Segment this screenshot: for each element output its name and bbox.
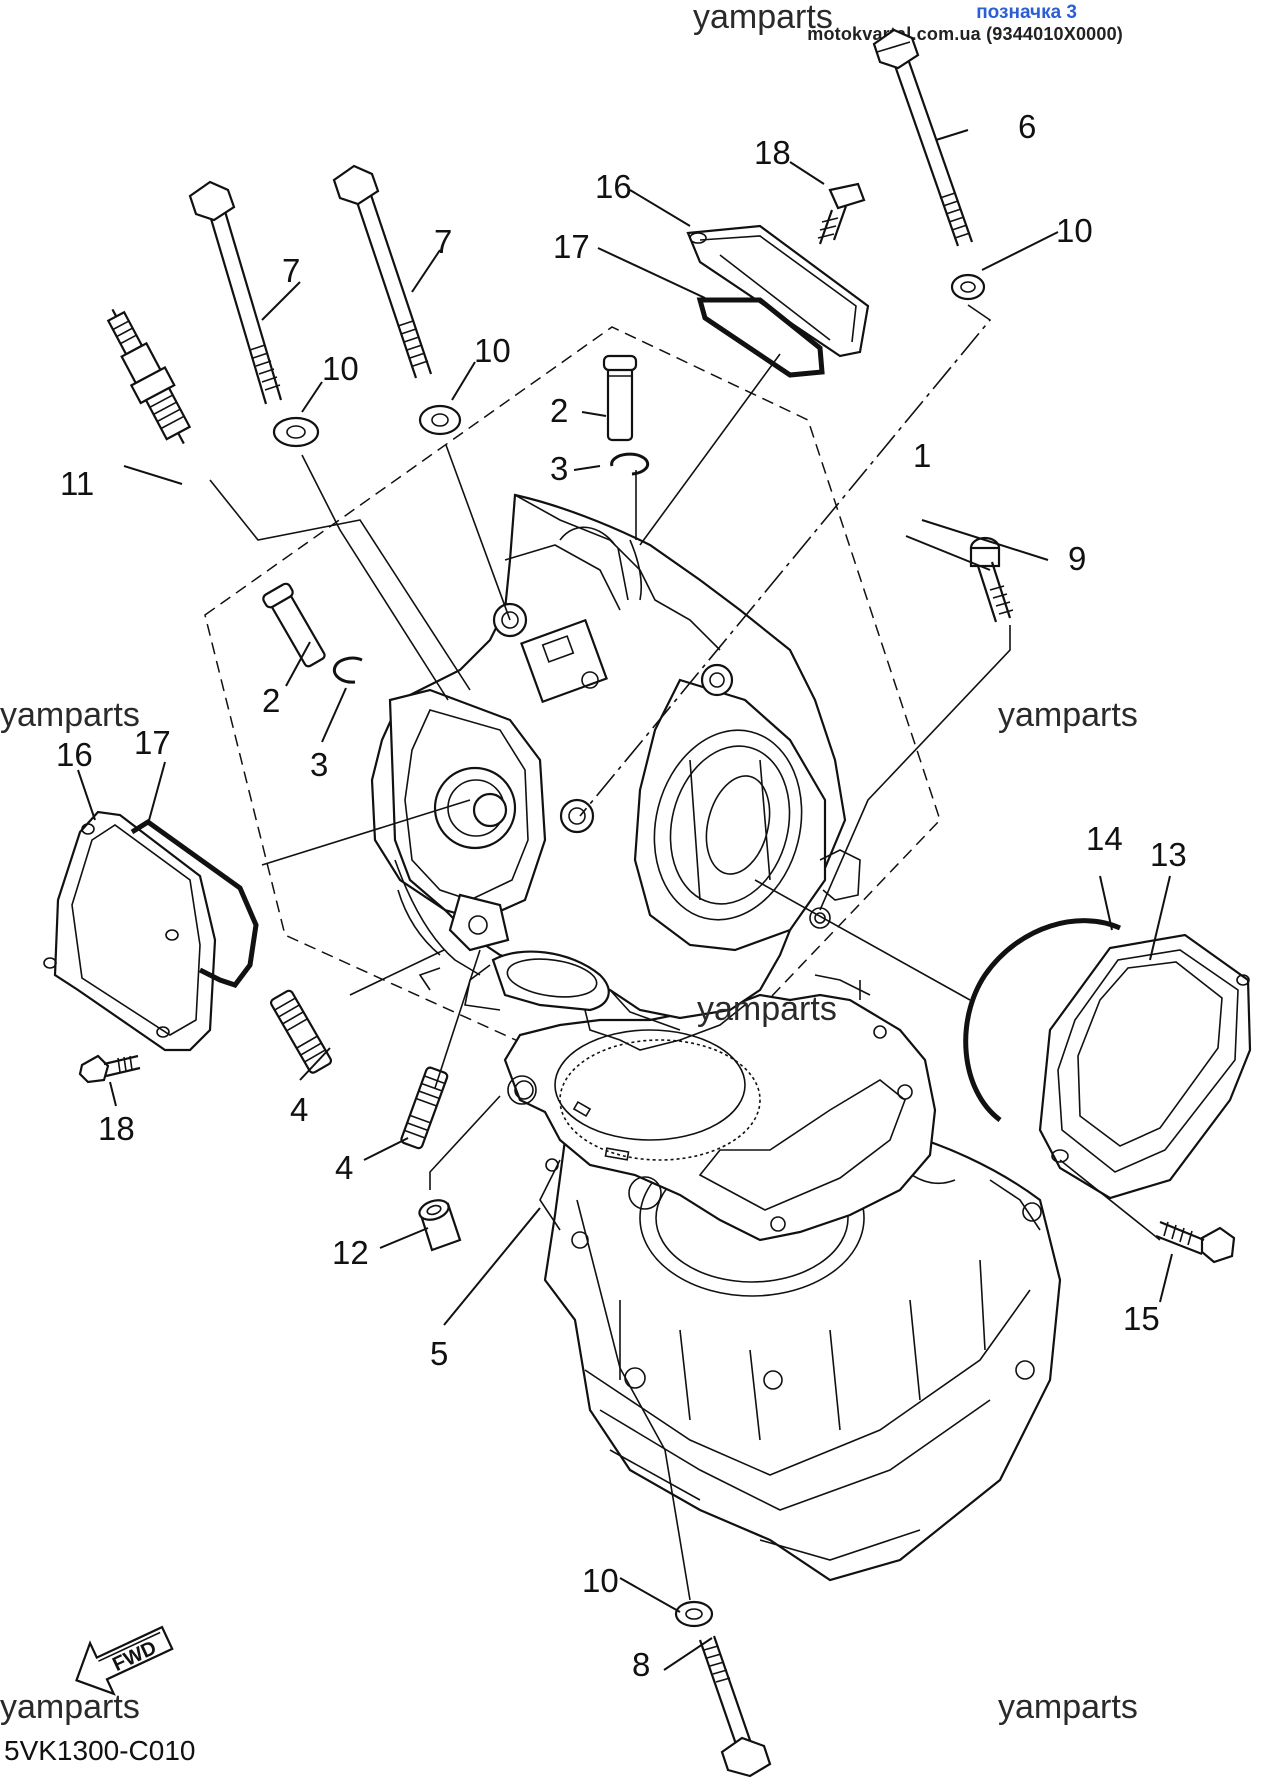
callout-6: 6 — [1018, 108, 1036, 145]
callout-5: 5 — [430, 1335, 448, 1372]
callout-4: 4 — [335, 1149, 353, 1186]
callout-7: 7 — [434, 223, 452, 260]
callout-16: 16 — [595, 168, 632, 205]
stud-bolt-2 — [400, 1066, 449, 1150]
watermark-text: yamparts — [693, 0, 833, 36]
callout-7: 7 — [282, 252, 300, 289]
long-bolt-2 — [332, 164, 433, 379]
callout-10: 10 — [582, 1562, 619, 1599]
callout-1: 1 — [913, 437, 931, 474]
callout-17: 17 — [553, 228, 590, 265]
center-lines — [209, 304, 1161, 1601]
bolt-9 — [969, 536, 1014, 623]
right-cover-bolt — [1155, 1220, 1236, 1264]
watermark-text: yamparts — [697, 990, 837, 1028]
dowel-pin — [418, 1199, 462, 1252]
cylinder-head-outline — [204, 326, 941, 1109]
callout-3: 3 — [310, 746, 328, 783]
top-cover-bolt — [817, 182, 866, 245]
callout-2: 2 — [262, 682, 280, 719]
callout-10: 10 — [1056, 212, 1093, 249]
left-gasket — [130, 818, 259, 988]
washer-right — [950, 273, 986, 301]
watermark-text: yamparts — [0, 696, 140, 734]
long-bolt-right — [872, 28, 974, 247]
washer-middle — [418, 404, 462, 436]
callout-3: 3 — [550, 450, 568, 487]
watermark-text: yamparts — [998, 696, 1138, 734]
watermark-text: yamparts — [998, 1688, 1138, 1726]
callout-18: 18 — [98, 1110, 135, 1147]
circlip-left — [332, 656, 363, 684]
circlip-upper — [610, 452, 650, 476]
washer-left — [272, 416, 320, 448]
right-cover — [1038, 933, 1252, 1200]
callout-15: 15 — [1123, 1300, 1160, 1337]
valve-guide-left — [262, 582, 326, 668]
washer-lower — [674, 1600, 714, 1628]
stud-bolt-1 — [269, 989, 333, 1074]
diagram-code: 5VK1300-C010 — [4, 1735, 195, 1766]
callout-16: 16 — [56, 736, 93, 773]
callout-10: 10 — [322, 350, 359, 387]
callout-8: 8 — [632, 1646, 650, 1683]
top-cover — [686, 224, 870, 358]
top-gasket — [696, 297, 825, 378]
diagram-reference-badge: позначка 3 — [976, 2, 1077, 23]
right-o-ring — [963, 918, 1122, 1122]
spark-plug — [106, 308, 192, 445]
leader-lines — [77, 129, 1173, 1671]
callout-9: 9 — [1068, 540, 1086, 577]
cylinder-head — [370, 493, 871, 1051]
callout-18: 18 — [754, 134, 791, 171]
callout-17: 17 — [134, 724, 171, 761]
watermarks: yamparts yamparts yamparts yamparts yamp… — [0, 0, 1138, 1726]
valve-guide-upper — [602, 354, 638, 442]
cylinder-head-gasket — [503, 993, 937, 1242]
left-cover — [43, 810, 217, 1052]
callout-labels: 1 2 2 3 3 4 4 5 6 7 7 8 9 10 10 10 10 11… — [56, 108, 1187, 1683]
callout-12: 12 — [332, 1234, 369, 1271]
callout-14: 14 — [1086, 820, 1123, 857]
watermark-text: yamparts — [0, 1688, 140, 1726]
callout-10: 10 — [474, 332, 511, 369]
callout-13: 13 — [1150, 836, 1187, 873]
long-bolt-1 — [188, 180, 283, 405]
left-cover-bolt — [78, 1054, 141, 1084]
callout-11: 11 — [60, 465, 94, 502]
callout-2: 2 — [550, 392, 568, 429]
callout-4: 4 — [290, 1091, 308, 1128]
lower-bolt — [698, 1635, 772, 1778]
